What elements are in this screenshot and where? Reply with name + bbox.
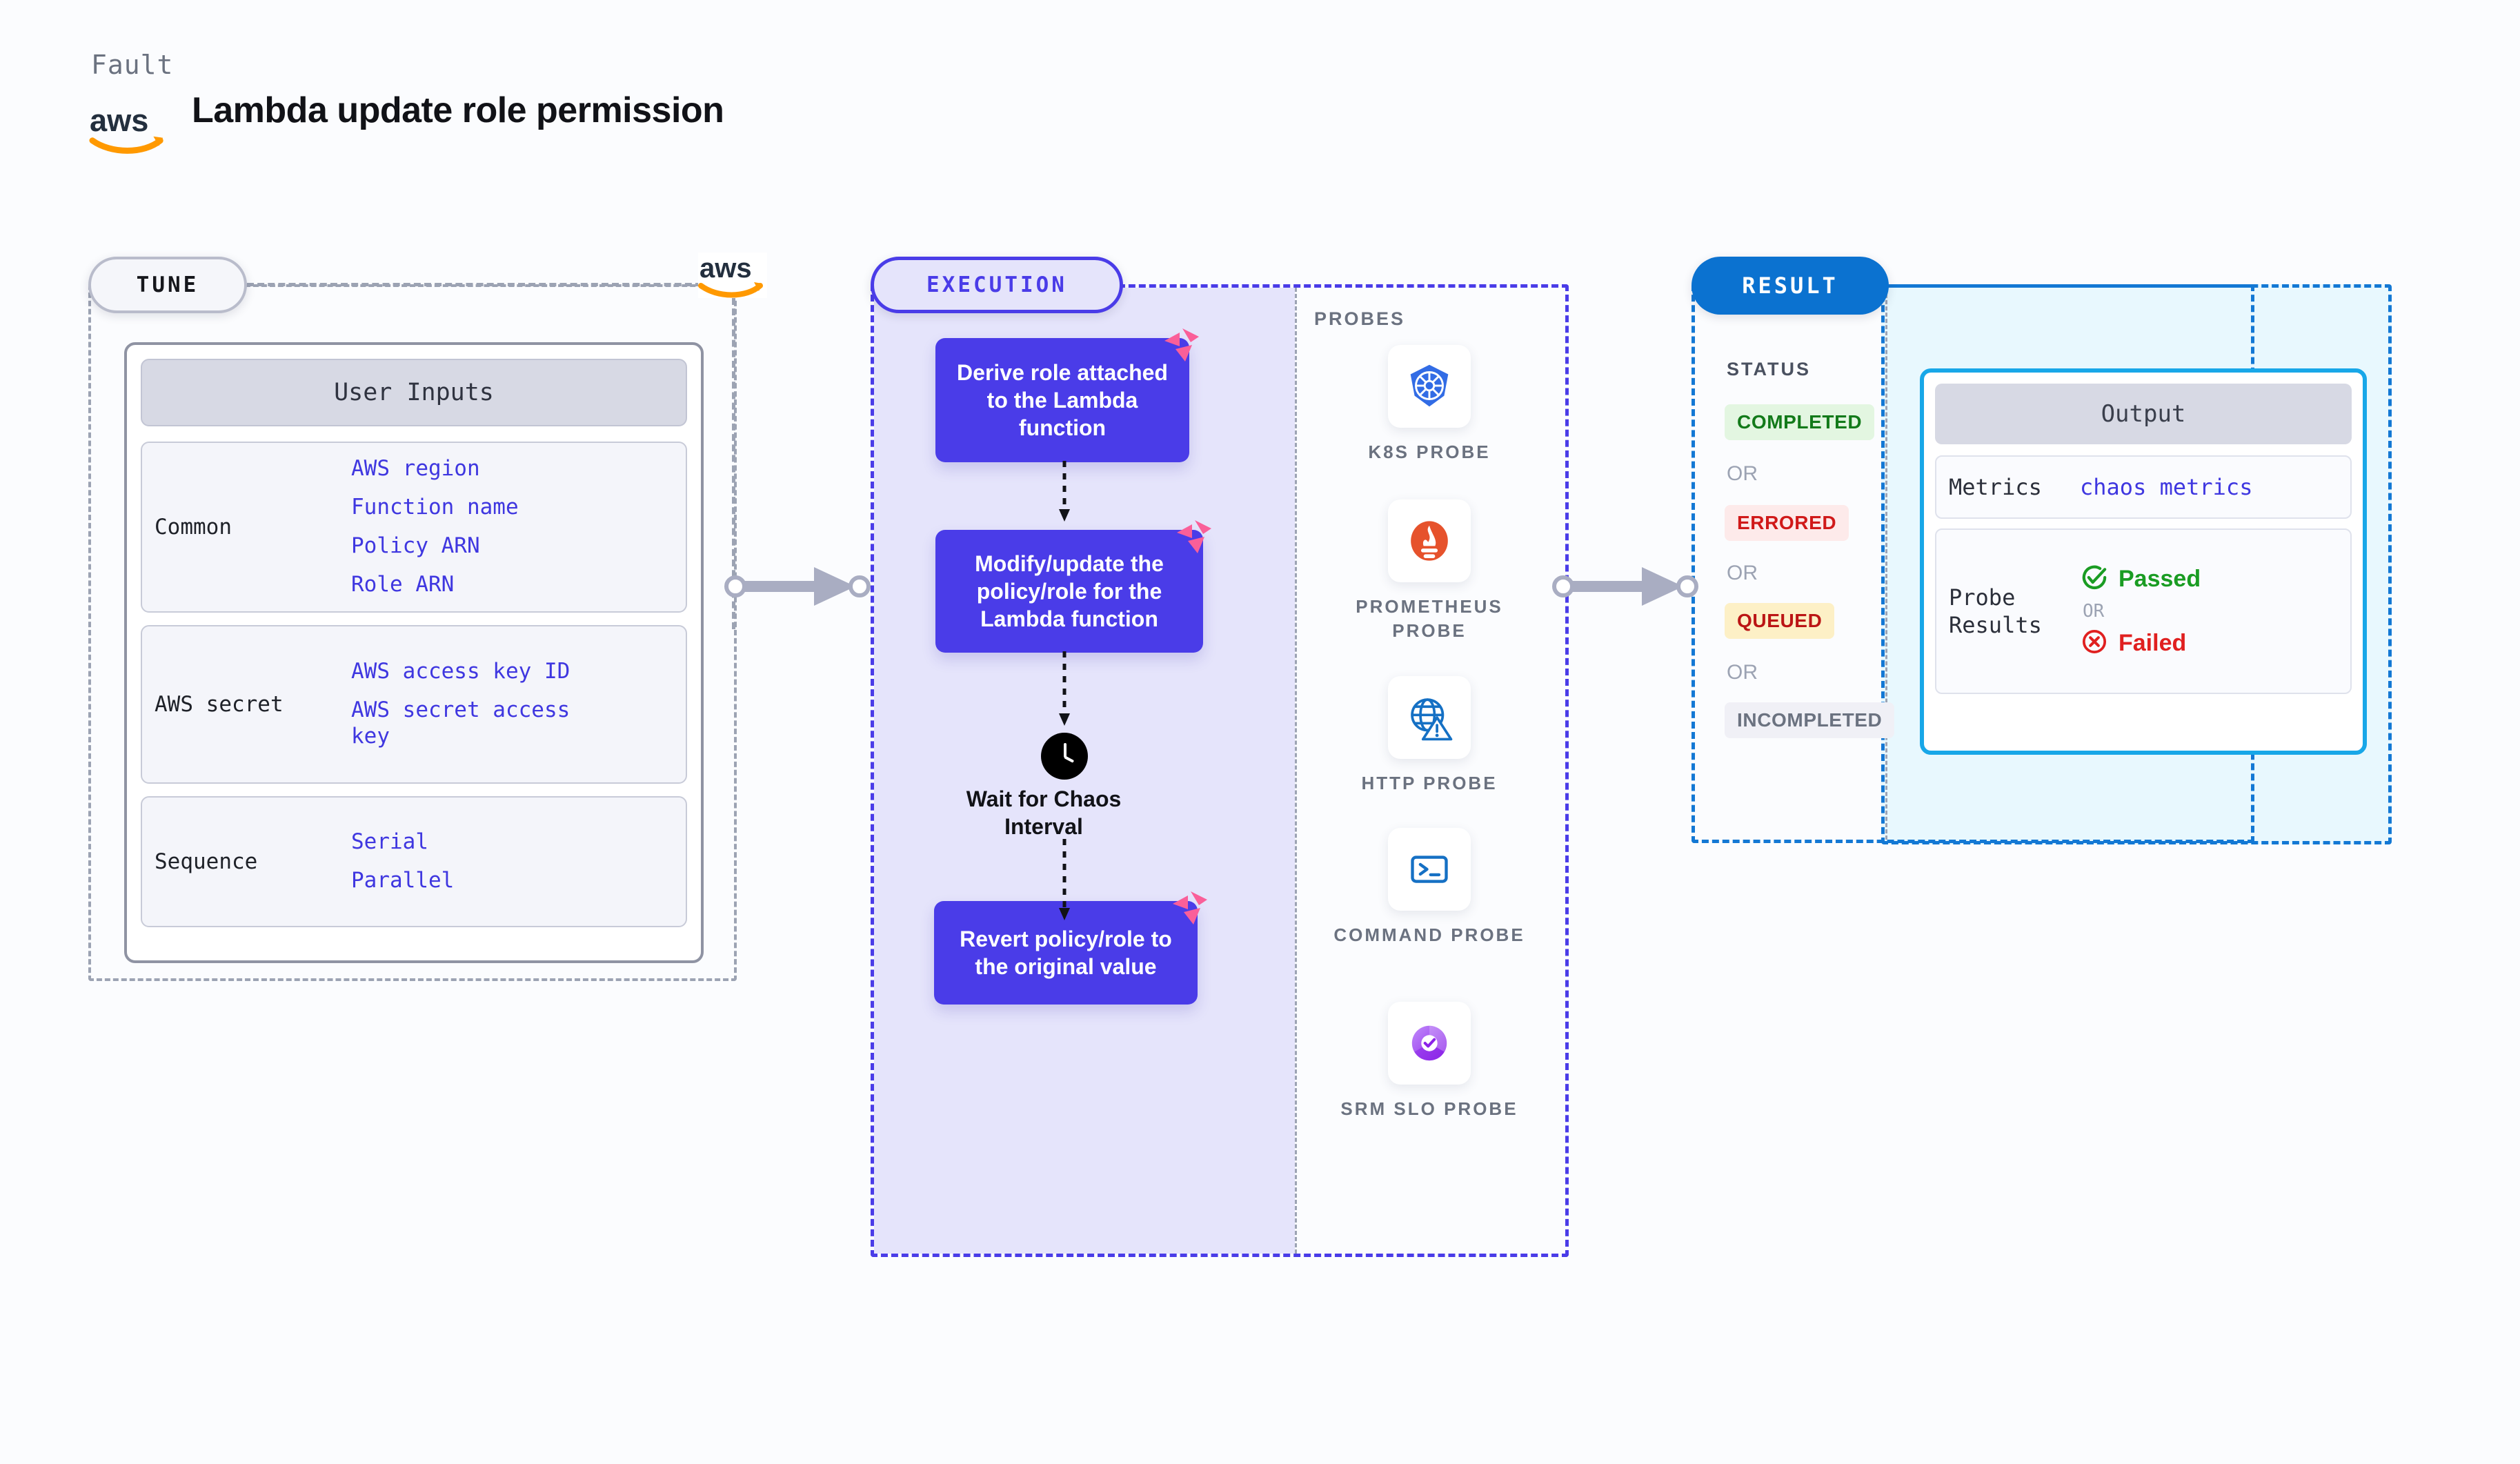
execution-section [871, 284, 1569, 1257]
probe-result-failed-label: Failed [2119, 630, 2187, 656]
output-card-title: Output [1935, 384, 2352, 444]
probe-result-passed: Passed [2080, 563, 2201, 595]
litmus-chaos-icon [1173, 891, 1209, 926]
tune-provider-vertical-line [732, 298, 735, 629]
litmus-chaos-icon [1164, 328, 1200, 363]
wait-label-line2: Interval [1004, 814, 1083, 839]
tune-connector-line [247, 283, 702, 286]
output-row-key: Metrics [1949, 474, 2042, 500]
probe-item-srm-slo[interactable]: SRM SLO PROBE [1326, 1002, 1533, 1121]
input-group-label: AWS secret [155, 692, 284, 717]
flow-arrow [1059, 839, 1070, 920]
probe-label: COMMAND PROBE [1333, 924, 1525, 945]
probe-item-command[interactable]: COMMAND PROBE [1326, 828, 1533, 947]
connector-tune-to-execution [724, 567, 871, 606]
svg-text:aws: aws [90, 103, 148, 138]
probe-label: SRM SLO PROBE [1340, 1098, 1518, 1119]
execution-section-pill[interactable]: EXECUTION [871, 257, 1123, 313]
flow-arrow [1059, 461, 1070, 522]
output-row-metrics: Metrics chaos metrics [1935, 455, 2352, 519]
probes-title: PROBES [1314, 308, 1406, 329]
execution-step[interactable]: Modify/update the policy/role for the La… [935, 530, 1203, 653]
user-inputs-title: User Inputs [141, 359, 687, 426]
chaos-metrics-link[interactable]: chaos metrics [2080, 474, 2253, 500]
status-or-label: OR [1727, 562, 1758, 584]
probe-label: K8S PROBE [1368, 442, 1491, 462]
clock-icon [1041, 733, 1088, 780]
status-badge-errored: ERRORED [1725, 505, 1849, 541]
input-value[interactable]: Function name [351, 495, 519, 520]
aws-logo-icon: aws [698, 253, 767, 298]
execution-step[interactable]: Revert policy/role to the original value [934, 901, 1198, 1005]
srm-slo-icon [1388, 1002, 1471, 1085]
user-inputs-card: User Inputs Common AWS region Function n… [124, 342, 704, 963]
input-group-common: Common AWS region Function name Policy A… [141, 442, 687, 613]
probe-result-or-label: OR [2083, 601, 2105, 622]
probe-item-http[interactable]: HTTP PROBE [1326, 676, 1533, 795]
input-value[interactable]: Policy ARN [351, 533, 480, 558]
page-eyebrow: Fault [91, 50, 174, 80]
check-circle-icon [2080, 563, 2109, 595]
status-or-label: OR [1727, 462, 1758, 485]
wait-for-chaos-interval-label: Wait for Chaos Interval [944, 785, 1144, 840]
aws-logo-icon: aws [88, 102, 170, 155]
status-title: STATUS [1727, 359, 1811, 379]
litmus-chaos-icon [1177, 520, 1213, 555]
input-group-label: Common [155, 515, 232, 540]
status-badge-completed: COMPLETED [1725, 404, 1875, 440]
probe-result-failed: Failed [2080, 627, 2201, 660]
probe-label: PROMETHEUS PROBE [1356, 596, 1503, 642]
execution-step[interactable]: Derive role attached to the Lambda funct… [935, 338, 1189, 462]
input-group-aws-secret: AWS secret AWS access key ID AWS secret … [141, 625, 687, 784]
input-value[interactable]: AWS secret access key [351, 698, 571, 749]
probe-item-k8s[interactable]: K8S PROBE [1326, 345, 1533, 464]
probe-result-passed-label: Passed [2119, 566, 2201, 592]
terminal-icon [1388, 828, 1471, 911]
probe-label: HTTP PROBE [1361, 773, 1498, 793]
result-status-divider [1885, 288, 1887, 840]
probe-item-prometheus[interactable]: PROMETHEUS PROBE [1326, 499, 1533, 643]
input-value[interactable]: AWS region [351, 456, 480, 482]
status-badge-queued: QUEUED [1725, 603, 1835, 639]
kubernetes-icon [1388, 345, 1471, 428]
wait-label-line1: Wait for Chaos [966, 787, 1122, 811]
x-circle-icon [2080, 627, 2109, 660]
connector-execution-to-result [1552, 567, 1698, 606]
execution-probes-divider [1295, 288, 1297, 1254]
input-value[interactable]: Serial [351, 829, 428, 855]
svg-text:aws: aws [700, 253, 752, 284]
input-value[interactable]: Role ARN [351, 571, 455, 597]
input-group-label: Sequence [155, 849, 258, 874]
http-globe-warning-icon [1388, 676, 1471, 759]
flow-arrow [1059, 651, 1070, 726]
tune-section-pill[interactable]: TUNE [88, 257, 247, 313]
status-badge-incompleted: INCOMPLETED [1725, 702, 1895, 738]
input-value[interactable]: Parallel [351, 868, 455, 893]
page-title: Lambda update role permission [192, 90, 724, 130]
status-or-label: OR [1727, 661, 1758, 684]
result-section-pill[interactable]: RESULT [1691, 257, 1889, 315]
prometheus-icon [1388, 499, 1471, 582]
input-value[interactable]: AWS access key ID [351, 659, 571, 684]
input-group-sequence: Sequence Serial Parallel [141, 796, 687, 927]
